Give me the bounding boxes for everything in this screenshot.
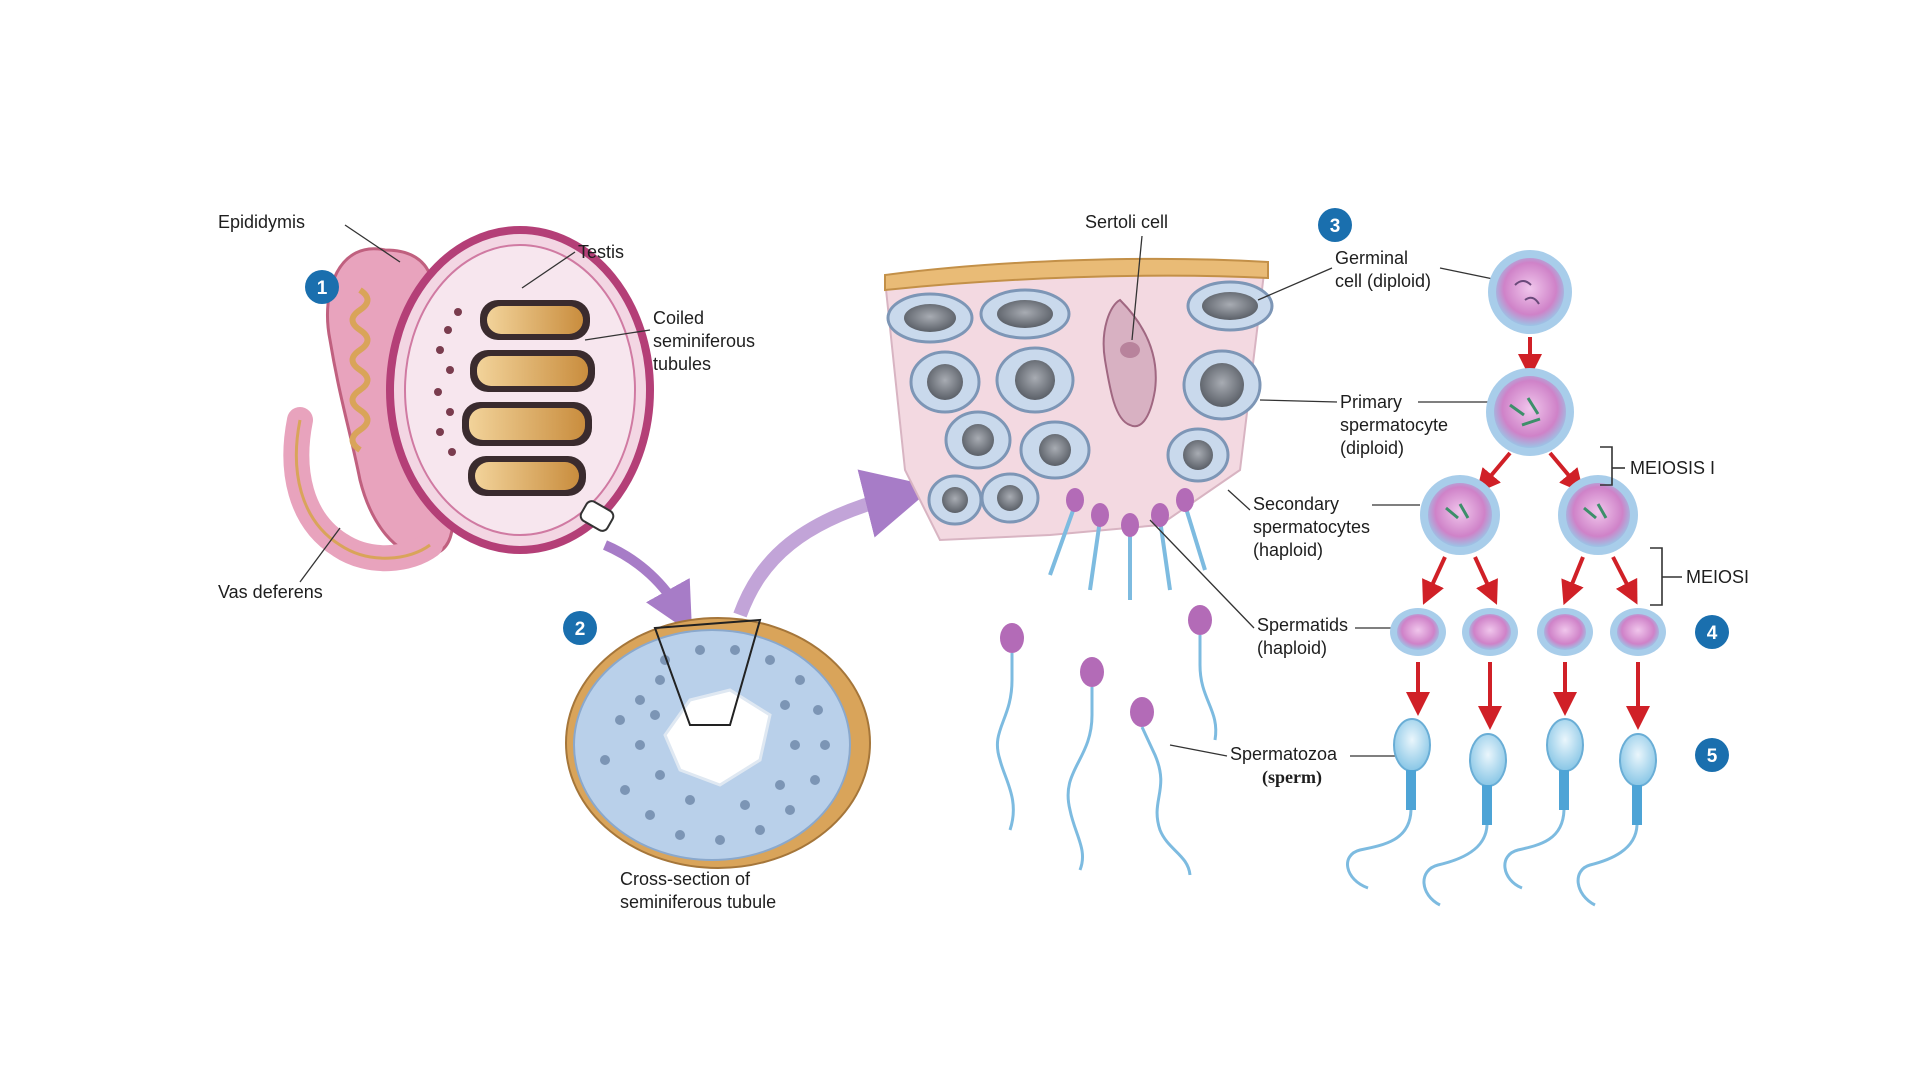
step-badge-4: 4 <box>1695 615 1729 649</box>
step-3-number: 3 <box>1330 216 1341 237</box>
secondary-spermatocyte-left <box>1420 475 1500 555</box>
label-primary-3: (diploid) <box>1340 438 1404 458</box>
label-coiled-3: tubules <box>653 354 711 374</box>
germinal-cell <box>1488 250 1572 334</box>
label-coiled-2: seminiferous <box>653 331 755 351</box>
step-2-number: 2 <box>575 619 586 640</box>
label-primary-2: spermatocyte <box>1340 415 1448 435</box>
step-badge-2: 2 <box>563 611 597 645</box>
label-primary-1: Primary <box>1340 392 1402 412</box>
label-germinal-1: Germinal <box>1335 248 1408 268</box>
testis-illustration <box>283 226 654 572</box>
label-spermatozoa-2: (sperm) <box>1262 767 1322 788</box>
secondary-spermatocyte-right <box>1558 475 1638 555</box>
spermatozoon-1 <box>1346 718 1431 890</box>
label-spermatids-2: (haploid) <box>1257 638 1327 658</box>
panel1-labels: Epididymis Testis Coiled seminiferous tu… <box>218 212 755 602</box>
label-testis: Testis <box>578 242 624 262</box>
label-germinal-2: cell (diploid) <box>1335 271 1431 291</box>
label-spermatozoa-1: Spermatozoa <box>1230 744 1338 764</box>
label-epididymis: Epididymis <box>218 212 305 232</box>
spermatid-4 <box>1610 608 1666 656</box>
label-secondary-2: spermatocytes <box>1253 517 1370 537</box>
label-spermatids-1: Spermatids <box>1257 615 1348 635</box>
label-coiled-1: Coiled <box>653 308 704 328</box>
label-meiosis-2: MEIOSI <box>1686 567 1749 587</box>
primary-spermatocyte <box>1486 368 1574 456</box>
label-secondary-3: (haploid) <box>1253 540 1323 560</box>
spermatid-1 <box>1390 608 1446 656</box>
spermatid-2 <box>1462 608 1518 656</box>
label-cross-section-2: seminiferous tubule <box>620 892 776 912</box>
arrow-to-cross-section <box>602 540 693 634</box>
tubule-wall-section <box>883 257 1274 600</box>
tissue-cells <box>886 280 1274 526</box>
step-badge-5: 5 <box>1695 738 1729 772</box>
step-1-number: 1 <box>317 278 328 299</box>
arrow-to-tissue <box>733 469 934 618</box>
label-sertoli: Sertoli cell <box>1085 212 1168 232</box>
spermatozoon-4 <box>1576 733 1657 907</box>
label-vas-deferens: Vas deferens <box>218 582 323 602</box>
cross-section-illustration <box>565 617 871 869</box>
spermatozoon-2 <box>1422 733 1507 907</box>
label-cross-section-1: Cross-section of <box>620 869 751 889</box>
label-meiosis-1: MEIOSIS I <box>1630 458 1715 478</box>
step-badge-1: 1 <box>305 270 339 304</box>
meiosis-lineage <box>1346 250 1666 907</box>
sertoli-cell-shape <box>1102 298 1157 428</box>
step-badge-3: 3 <box>1318 208 1352 242</box>
spermatozoon-3 <box>1503 718 1584 890</box>
label-secondary-1: Secondary <box>1253 494 1339 514</box>
panel3-labels: Sertoli cell Germinal cell (diploid) Pri… <box>1085 212 1500 788</box>
step-4-number: 4 <box>1707 623 1718 644</box>
coiled-tubules <box>462 300 595 496</box>
spermatid-3 <box>1537 608 1593 656</box>
free-spermatozoa <box>995 605 1218 876</box>
meiosis-brackets: MEIOSIS I MEIOSI <box>1600 446 1749 606</box>
step-5-number: 5 <box>1707 746 1718 767</box>
